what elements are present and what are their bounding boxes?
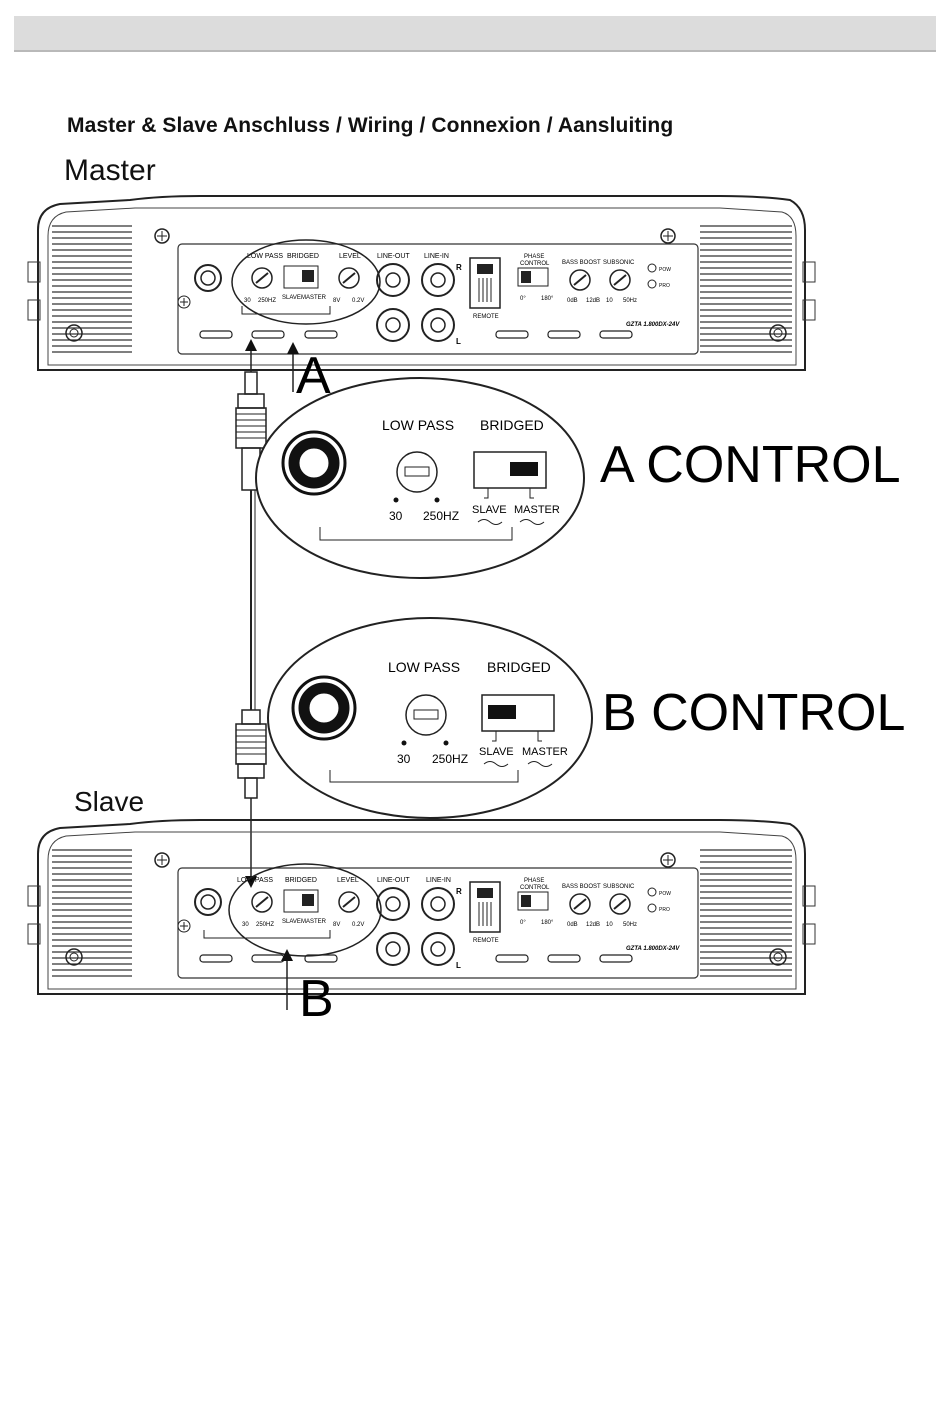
amp-lp-max: 250HZ	[258, 298, 276, 304]
amp-level-min: 8V	[333, 298, 340, 304]
highlight-ellipse-b	[228, 863, 382, 957]
rca-plug-bottom	[235, 709, 267, 799]
amp2-level-min: 8V	[333, 922, 340, 928]
amp2-level-max: 0.2V	[352, 922, 364, 928]
amp2-phase-min: 0°	[520, 920, 526, 926]
amp2-pro-label: PRO	[659, 907, 670, 913]
zoom-b-switch-slave	[488, 705, 516, 719]
label-b: B	[299, 970, 334, 1028]
amp2-lp-min: 30	[242, 922, 249, 928]
amp2-slave-label: SLAVE	[282, 919, 301, 925]
zoom-a-lp-min: 30	[389, 509, 403, 523]
control-a-label: A CONTROL	[600, 436, 901, 494]
control-b-label: B CONTROL	[602, 684, 905, 742]
zoom-a-control: LOW PASS BRIDGED 30 250HZ SLAVE MASTER	[255, 377, 585, 579]
amp-level-max: 0.2V	[352, 298, 364, 304]
amp2-bass-max: 12dB	[586, 922, 600, 928]
zoom-b-lp-max: 250HZ	[432, 752, 468, 766]
zoom-b-lp-min: 30	[397, 752, 411, 766]
zoom-b-master: MASTER	[522, 746, 568, 758]
zoom-b-control: LOW PASS BRIDGED 30 250HZ SLAVE MASTER	[267, 617, 593, 819]
amp2-r-label: R	[456, 887, 462, 896]
zoom-a-slave: SLAVE	[472, 504, 507, 516]
amp-subsonic-label: SUBSONIC	[603, 260, 635, 266]
amp2-low-pass-label: LOW PASS	[237, 877, 273, 884]
slave-amplifier: LOW PASS BRIDGED LEVEL LINE-OUT LINE-IN …	[27, 819, 816, 995]
page-title: Master & Slave Anschluss / Wiring / Conn…	[67, 114, 674, 137]
amp-lp-min: 30	[244, 298, 251, 304]
slave-label: Slave	[74, 786, 145, 817]
amp2-pow-label: POW	[659, 891, 671, 897]
amp-slave-label: SLAVE	[282, 295, 301, 301]
amp-sub-max: 50Hz	[623, 298, 637, 304]
amp-pow-label: POW	[659, 267, 671, 273]
amp-model-label: GZTA 1.800DX-24V	[626, 322, 680, 328]
zoom-a-lp-max: 250HZ	[423, 509, 459, 523]
amp2-phase-label-2: CONTROL	[520, 885, 550, 891]
highlight-ellipse-a	[231, 239, 381, 325]
amp2-bridged-label: BRIDGED	[285, 877, 317, 884]
amp-bass-min: 0dB	[567, 298, 578, 304]
amp2-phase-label-1: PHASE	[524, 878, 544, 884]
amp2-master-label: MASTER	[301, 919, 327, 925]
amp2-l-label: L	[456, 961, 461, 970]
amp-bridged-label: BRIDGED	[287, 253, 319, 260]
amp-line-in-label: LINE-IN	[424, 253, 449, 260]
zoom-a-bridged: BRIDGED	[480, 417, 544, 433]
amp2-remote-label: REMOTE	[473, 938, 499, 944]
master-label: Master	[64, 154, 156, 187]
amp2-line-out-label: LINE-OUT	[377, 877, 410, 884]
amp-remote-label: REMOTE	[473, 314, 499, 320]
zoom-b-slave: SLAVE	[479, 746, 514, 758]
zoom-a-switch-master	[510, 462, 538, 476]
amp2-phase-max: 180°	[541, 920, 554, 926]
master-amplifier: LOW PASS BRIDGED LEVEL LINE-OUT LINE-IN …	[27, 195, 816, 371]
amp2-lp-max: 250HZ	[256, 922, 274, 928]
amp-line-out-label: LINE-OUT	[377, 253, 410, 260]
amp-sub-min: 10	[606, 298, 613, 304]
amp-l-label: L	[456, 337, 461, 346]
amp2-sub-min: 10	[606, 922, 613, 928]
zoom-b-bridged: BRIDGED	[487, 659, 551, 675]
amp-level-label: LEVEL	[339, 253, 361, 260]
amp-phase-min: 0°	[520, 296, 526, 302]
header-bar	[14, 16, 936, 52]
amp-low-pass-label: LOW PASS	[247, 253, 283, 260]
amp2-line-in-label: LINE-IN	[426, 877, 451, 884]
amp2-subsonic-label: SUBSONIC	[603, 884, 635, 890]
zoom-a-master: MASTER	[514, 504, 560, 516]
zoom-b-low-pass: LOW PASS	[388, 659, 460, 675]
amp-phase-label-2: CONTROL	[520, 261, 550, 267]
rca-plug-top	[235, 371, 267, 710]
amp-bass-max: 12dB	[586, 298, 600, 304]
amp-r-label: R	[456, 263, 462, 272]
amp2-bass-min: 0dB	[567, 922, 578, 928]
amp-phase-label-1: PHASE	[524, 254, 544, 260]
amp2-sub-max: 50Hz	[623, 922, 637, 928]
amp2-level-label: LEVEL	[337, 877, 359, 884]
amp2-bass-boost-label: BASS BOOST	[562, 884, 601, 890]
amp-phase-max: 180°	[541, 296, 554, 302]
amp2-model-label: GZTA 1.800DX-24V	[626, 946, 680, 952]
zoom-a-low-pass: LOW PASS	[382, 417, 454, 433]
amp-pro-label: PRO	[659, 283, 670, 289]
amp-bass-boost-label: BASS BOOST	[562, 260, 601, 266]
amp-master-label: MASTER	[301, 295, 327, 301]
